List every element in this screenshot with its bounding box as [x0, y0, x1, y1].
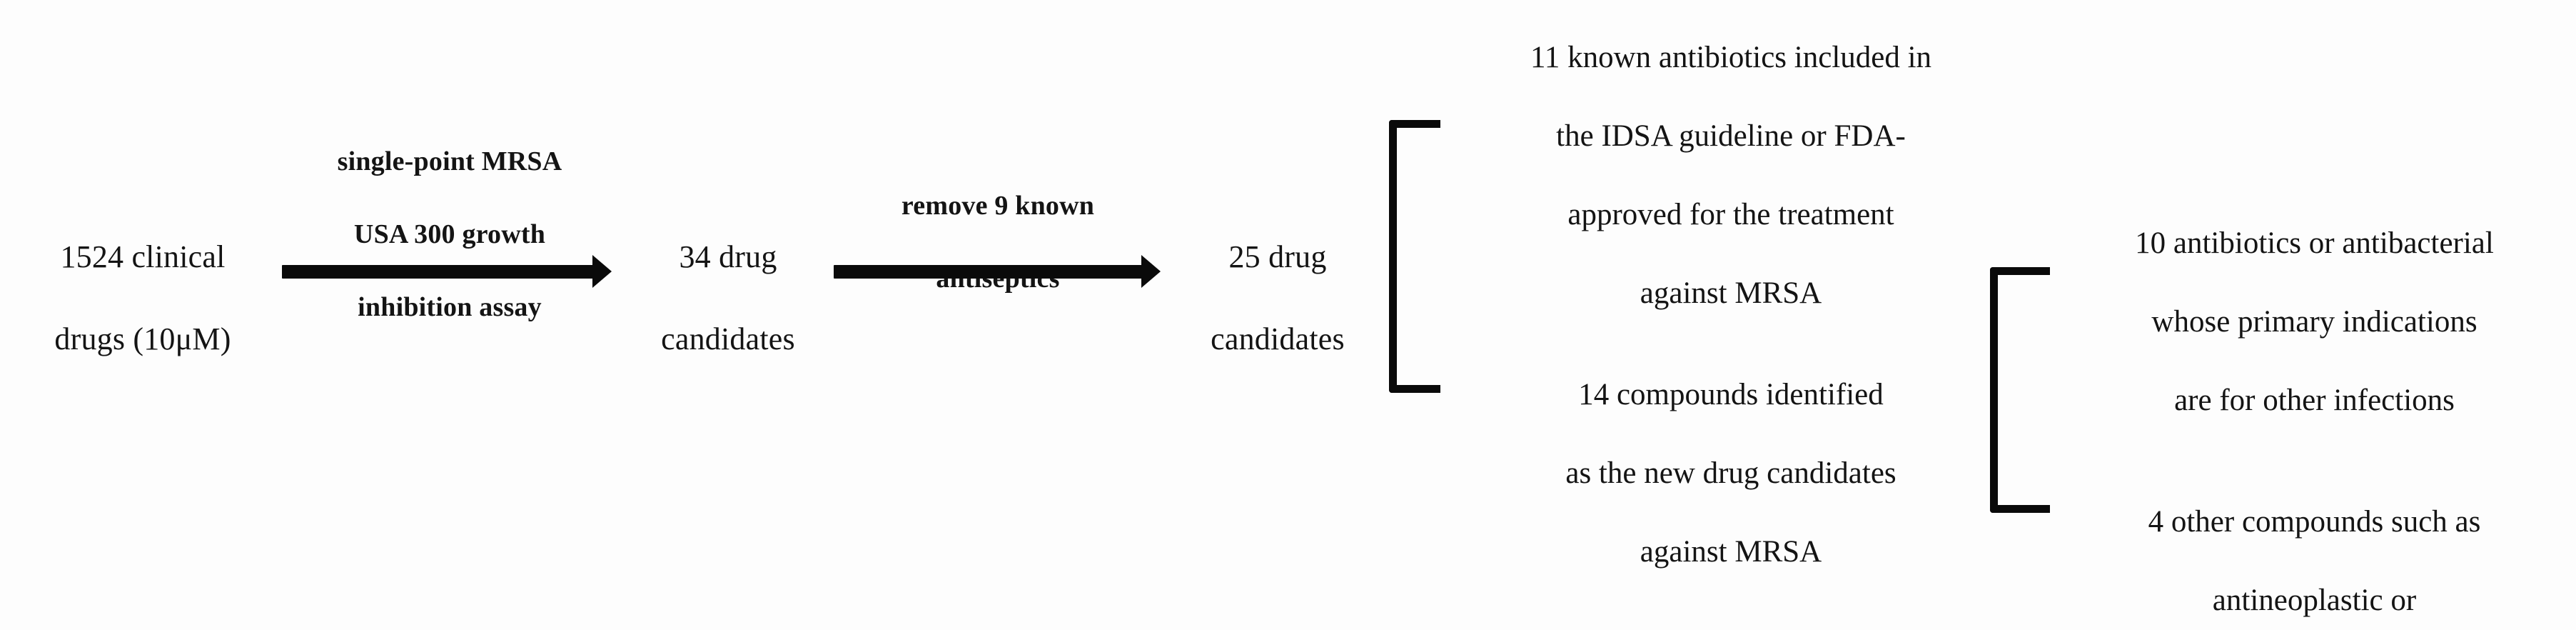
- branch-other-compounds-line2: antineoplastic or: [2212, 584, 2417, 618]
- branch-new-drug-candidates-line2: as the new drug candidates: [1565, 456, 1896, 491]
- arrow-filter-label: remove 9 known antiseptics: [834, 151, 1162, 334]
- branch-other-infection-antibiotics: 10 antibiotics or antibacterial whose pr…: [2056, 184, 2573, 459]
- node-34-line1: 34 drug: [679, 239, 777, 275]
- branch-other-infection-antibiotics-line2: whose primary indications: [2151, 305, 2477, 339]
- branch-other-compounds: 4 other compounds such as antineoplastic…: [2056, 463, 2573, 630]
- bracket-25-candidates-split: [1389, 120, 1440, 393]
- branch-new-drug-candidates-line3: against MRSA: [1640, 535, 1822, 569]
- branch-known-antibiotics-line3: approved for the treatment: [1567, 198, 1894, 232]
- branch-known-antibiotics-line2: the IDSA guideline or FDA-: [1556, 119, 1906, 154]
- arrow-screening-label-line1: single-point MRSA: [337, 146, 562, 176]
- branch-new-drug-candidates-line1: 14 compounds identified: [1578, 378, 1884, 412]
- node-34-drug-candidates: 34 drug candidates: [622, 196, 834, 400]
- node-34-line2: candidates: [661, 321, 795, 356]
- arrow-filter: [834, 255, 1162, 288]
- node-25-line2: candidates: [1211, 321, 1345, 356]
- branch-new-drug-candidates: 14 compounds identified as the new drug …: [1449, 336, 2013, 611]
- arrow-screening-label-line2: USA 300 growth: [353, 219, 546, 249]
- node-start-1524-clinical-drugs: 1524 clinical drugs (10μM): [7, 196, 278, 400]
- branch-known-antibiotics-line4: against MRSA: [1640, 276, 1822, 311]
- branch-other-infection-antibiotics-line1: 10 antibiotics or antibacterial: [2135, 226, 2494, 261]
- branch-other-compounds-line1: 4 other compounds such as: [2148, 505, 2481, 539]
- arrow-screening-label-line3: inhibition assay: [358, 291, 542, 322]
- arrow-filter-head: [1141, 255, 1161, 288]
- arrow-screening-shaft: [282, 265, 594, 279]
- node-25-line1: 25 drug: [1228, 239, 1327, 275]
- arrow-screening: [282, 255, 612, 288]
- bracket-14-compounds-split: [1990, 267, 2050, 513]
- node-start-line2: drugs (10μM): [54, 321, 231, 356]
- arrow-filter-shaft: [834, 265, 1143, 279]
- node-25-drug-candidates: 25 drug candidates: [1174, 196, 1381, 400]
- arrow-screening-label: single-point MRSA USA 300 growth inhibit…: [282, 107, 617, 361]
- node-start-line1: 1524 clinical: [60, 239, 226, 275]
- branch-known-antibiotics: 11 known antibiotics included in the IDS…: [1449, 0, 2013, 352]
- arrow-filter-label-line1: remove 9 known: [901, 190, 1095, 221]
- branch-known-antibiotics-line1: 11 known antibiotics included in: [1530, 41, 1932, 75]
- branch-other-infection-antibiotics-line3: are for other infections: [2174, 384, 2455, 418]
- arrow-screening-head: [592, 255, 612, 288]
